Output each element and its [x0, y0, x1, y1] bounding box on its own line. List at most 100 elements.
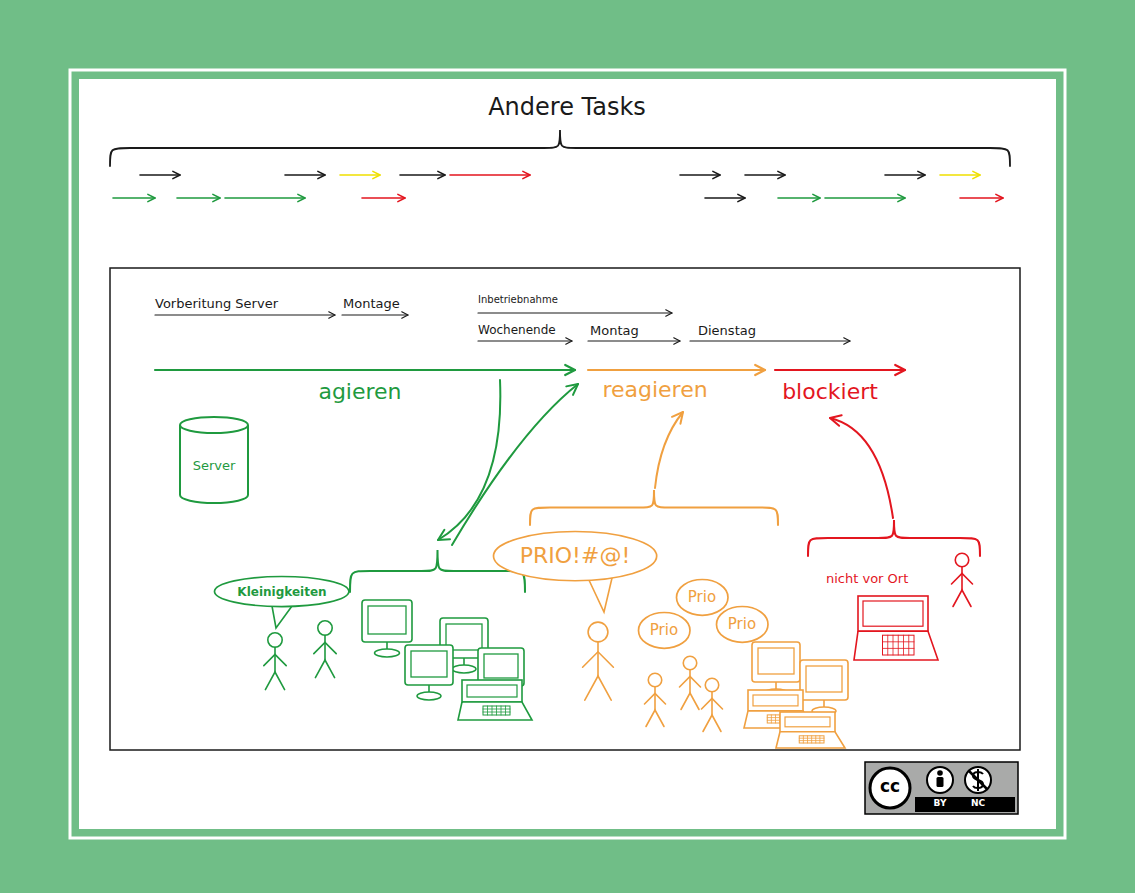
arrow-head [373, 171, 380, 178]
keyboard-grid [483, 709, 510, 710]
arrow-line [450, 174, 530, 176]
server-cylinder: Server [178, 415, 250, 505]
keyboard-grid [903, 635, 904, 655]
license-text: BY [934, 798, 947, 809]
monitor-icon [405, 645, 453, 700]
keyboard-grid [803, 736, 804, 743]
outer-frame [70, 70, 1065, 838]
laptop-display [753, 695, 798, 706]
arrow-head [565, 365, 575, 375]
curly-brace [110, 130, 1010, 166]
nc-circle [965, 767, 991, 793]
keyboard-grid [898, 635, 899, 655]
bubble-tail [272, 606, 292, 628]
curved-arrow [830, 418, 893, 518]
monitor-frame [362, 600, 412, 642]
arrow-line [588, 369, 765, 371]
figure-head [588, 622, 608, 642]
monitor-icon [800, 660, 848, 715]
monitor-frame [405, 645, 453, 685]
figure-limb [689, 670, 691, 693]
keyboard-grid [799, 740, 824, 741]
speech-bubble: Prio [675, 578, 729, 617]
stick-figure [314, 621, 336, 678]
node-text: Prio [728, 615, 756, 633]
node-text: Kleinigkeiten [237, 585, 326, 599]
figure-head [705, 678, 719, 692]
arrow-head [898, 194, 905, 201]
laptop-base [458, 702, 532, 720]
arrow-head [973, 171, 980, 178]
arrow-head [402, 312, 408, 318]
license-text: NC [971, 798, 985, 809]
phase-label: blockiert [782, 379, 878, 405]
stick-figure [680, 656, 701, 709]
node-text: Server [193, 458, 236, 474]
laptop-display [863, 601, 923, 626]
figure-limb [585, 676, 611, 700]
laptop-screen [748, 690, 803, 711]
figure-limb [274, 647, 276, 672]
arrow-line [778, 197, 820, 199]
arrow-head [566, 338, 572, 344]
figure-limb [265, 672, 284, 690]
keyboard-grid [492, 706, 493, 715]
by-person-head [937, 770, 943, 776]
speech-bubble: Prio [637, 611, 691, 650]
arrow-line [362, 197, 405, 199]
laptop-display [785, 717, 830, 727]
figure-limb [315, 660, 334, 678]
figure-limb [952, 574, 973, 585]
stick-figure [952, 553, 973, 606]
arrow-head [318, 171, 325, 178]
arrow-line [775, 369, 905, 371]
keyboard-grid [815, 736, 816, 743]
keyboard-grid [807, 736, 808, 743]
monitor-frame [752, 642, 800, 682]
panel [79, 79, 1056, 829]
arrow-head [298, 194, 305, 201]
figure-limb [711, 692, 713, 715]
keyboard-grid [501, 706, 502, 715]
laptop-keyboard [799, 736, 824, 743]
laptop-keyboard [883, 635, 915, 655]
arrow-line [588, 340, 680, 341]
phase-label: agieren [318, 379, 401, 405]
laptop-screen [858, 596, 928, 631]
laptop-screen [780, 712, 835, 732]
bubble-outline [676, 579, 727, 615]
scene-frame [110, 268, 1020, 750]
monitor-screen [484, 654, 518, 678]
license-badge [865, 762, 1018, 814]
phase-label: reagieren [602, 377, 707, 403]
by-circle [927, 767, 953, 793]
arrow-line [285, 174, 325, 176]
figure-head [683, 656, 697, 670]
timeline-label: Vorberitung Server [155, 296, 278, 312]
figure-limb [324, 635, 326, 660]
arrow-head [755, 365, 765, 375]
curved-arrow [452, 384, 578, 545]
arrow-head [173, 171, 180, 178]
monitor-frame [800, 660, 848, 700]
arrow-head [566, 384, 578, 395]
figure-limb [680, 677, 701, 688]
laptop-base [854, 631, 938, 660]
timeline-label: Montag [590, 323, 639, 339]
monitor-screen [758, 648, 794, 674]
figure-limb [654, 687, 656, 710]
arrow-head [672, 412, 683, 424]
cylinder-top [180, 417, 248, 433]
arrow-head [844, 338, 850, 344]
speech-bubble: Kleinigkeiten [213, 575, 350, 608]
speech-bubble: PRIO!#@! [492, 530, 658, 582]
keyboard-grid [496, 706, 497, 715]
keyboard-grid [819, 736, 820, 743]
timeline-label: Montage [343, 296, 400, 312]
timeline-label: Inbetriebnahme [478, 294, 558, 306]
arrow-line [342, 314, 408, 315]
arrow-line [340, 174, 380, 176]
laptop-icon [854, 596, 938, 660]
